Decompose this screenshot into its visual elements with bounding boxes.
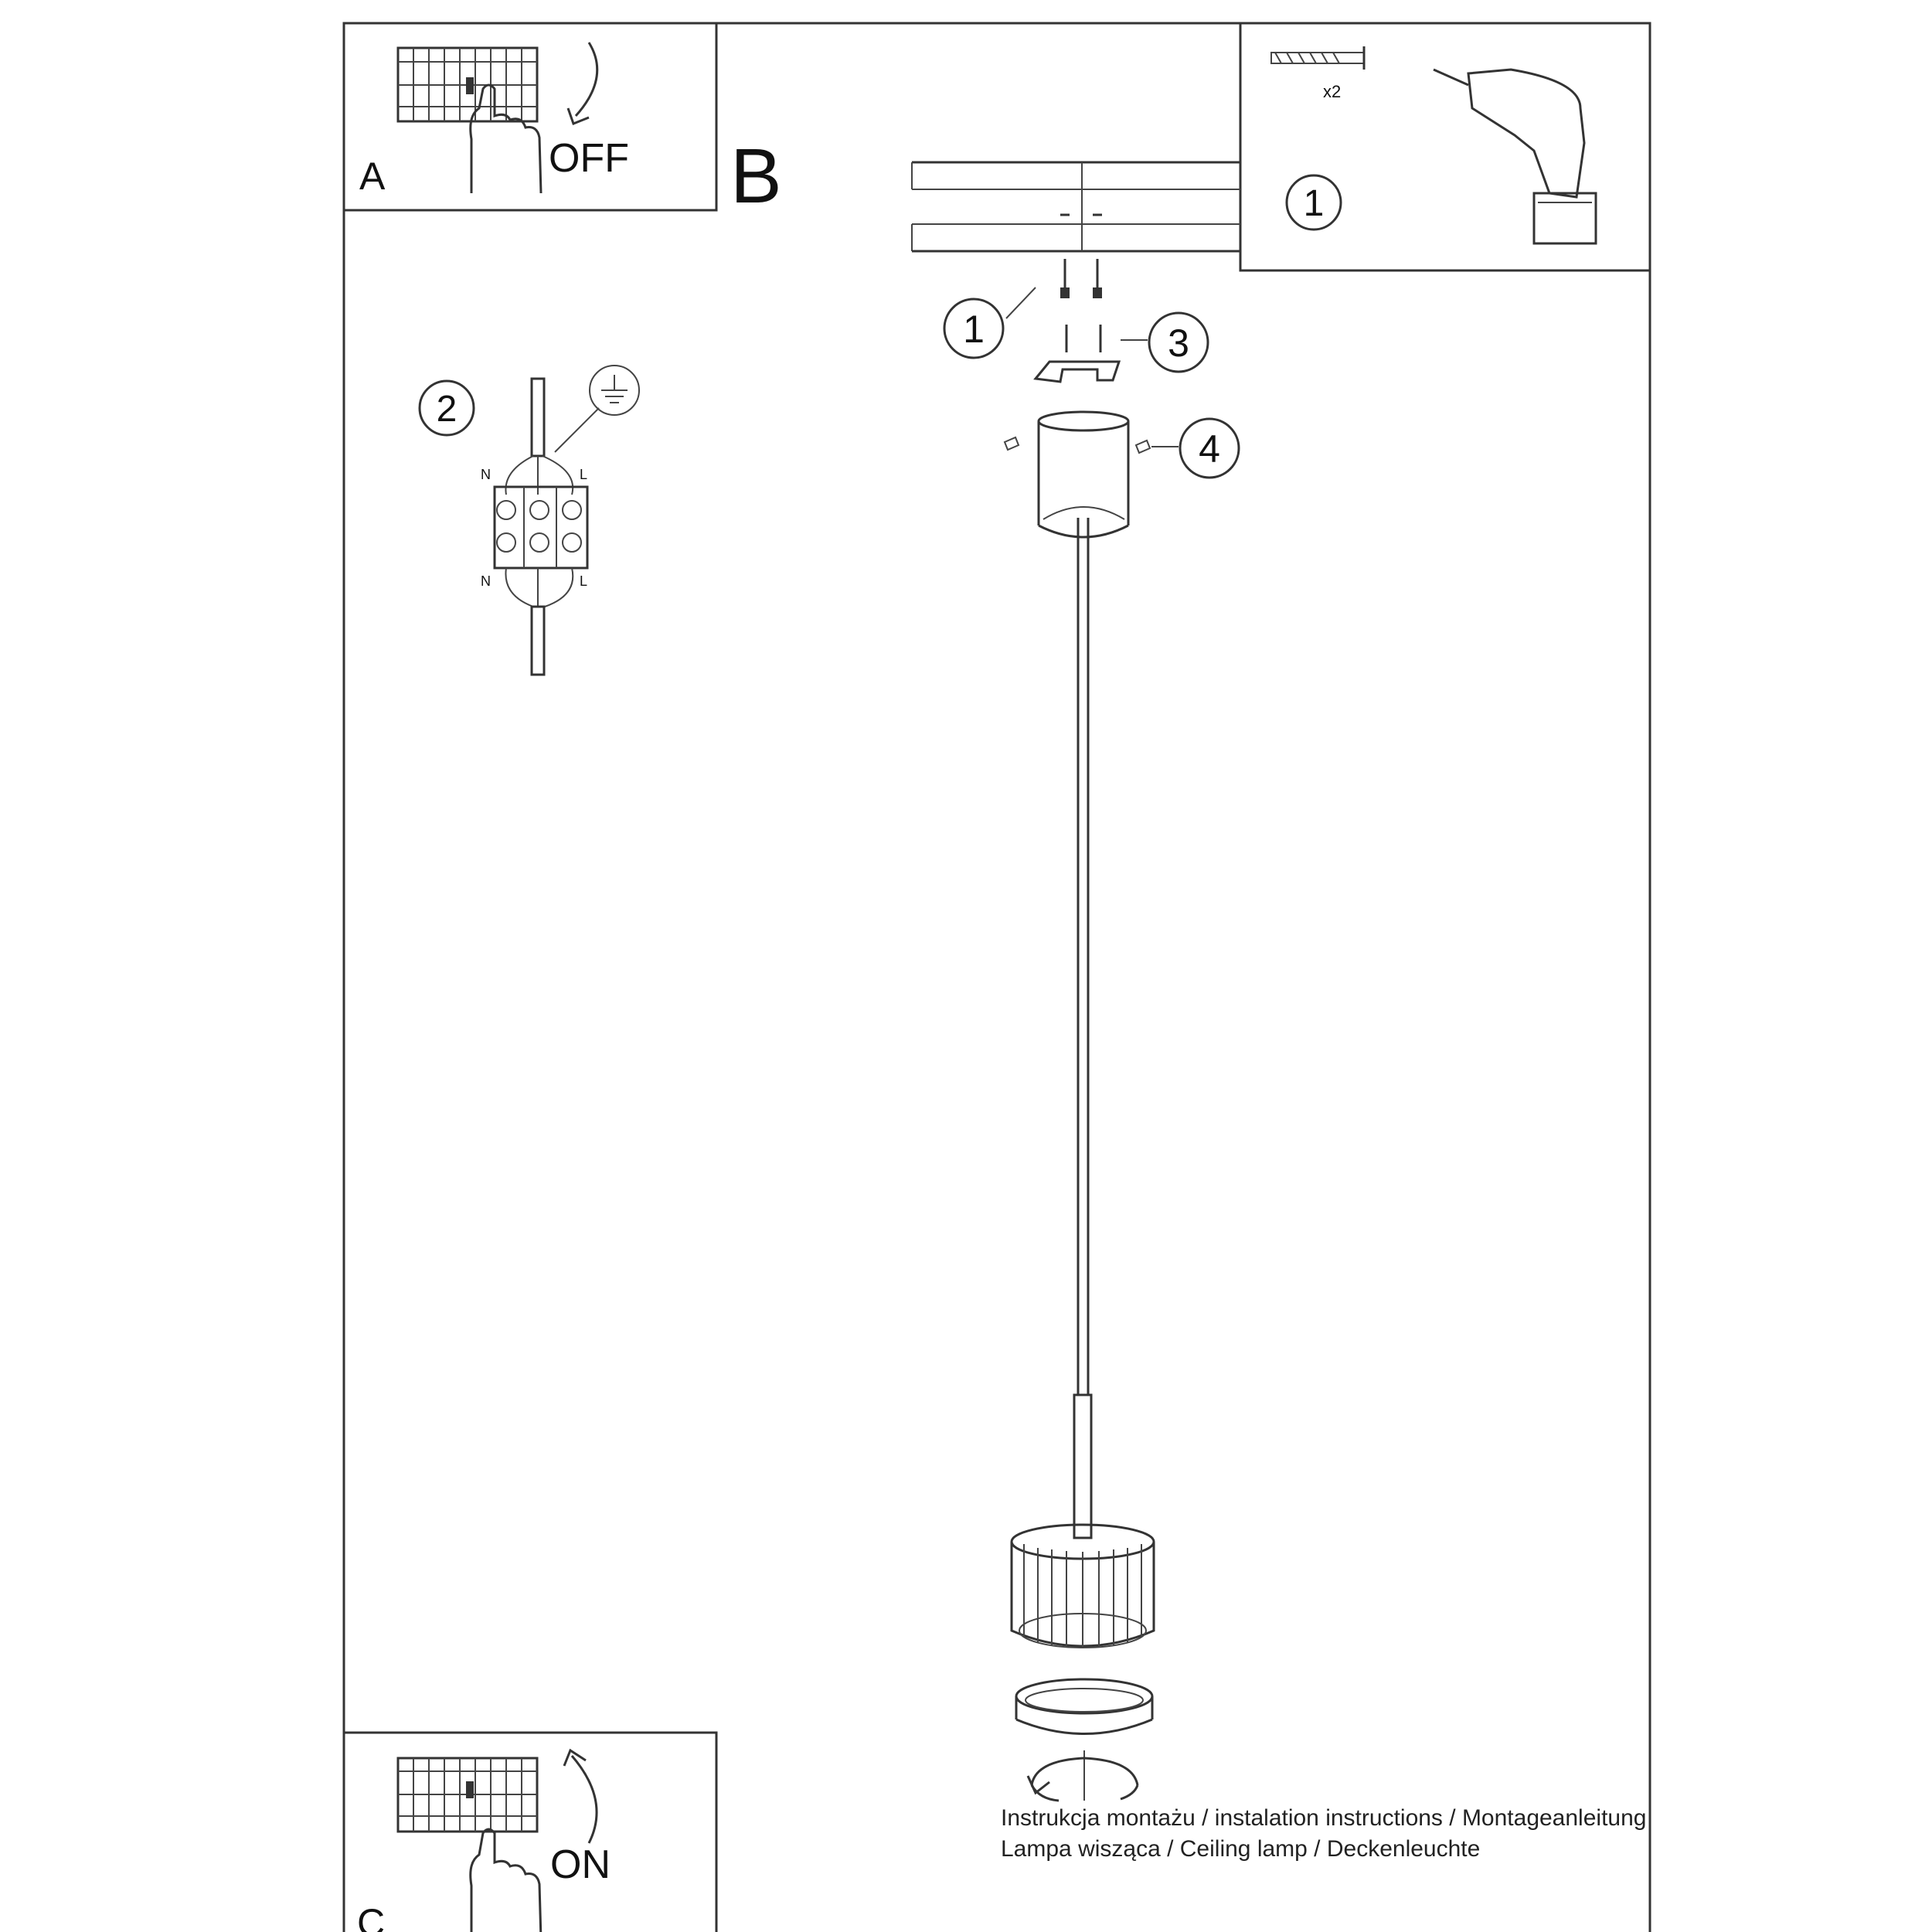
light-source	[1015, 1678, 1154, 1735]
switch-state-off: OFF	[549, 136, 629, 181]
panel-c: ON C	[342, 1731, 718, 1932]
label-n-bottom: N	[481, 573, 491, 589]
label-n-top: N	[481, 467, 491, 482]
step-label-c: C	[357, 1901, 385, 1932]
callout-3-circle	[1148, 311, 1209, 373]
canopy	[1037, 410, 1130, 539]
side-screw-left-icon	[1003, 436, 1020, 451]
mounting-screws	[1065, 325, 1102, 352]
hand-icon	[469, 83, 543, 194]
outer-frame	[342, 22, 1651, 1932]
switch-state-on: ON	[550, 1842, 611, 1887]
label-l-bottom: L	[580, 573, 587, 589]
wall-plug-icon	[1270, 46, 1366, 70]
callout-3: 3	[1168, 321, 1189, 365]
callout-2: 2	[437, 389, 457, 430]
label-l-top: L	[580, 467, 587, 482]
callout-2-circle	[418, 379, 475, 437]
side-screw-right-icon	[1134, 439, 1151, 454]
step-label-b: B	[730, 133, 782, 219]
breaker-box-icon	[396, 46, 539, 123]
lamp-shade	[1010, 1523, 1155, 1648]
mounting-bracket-icon	[1033, 360, 1121, 383]
callout-4: 4	[1199, 427, 1220, 471]
footer-product-line: Lampa wisząca / Ceiling lamp / Deckenleu…	[1001, 1836, 1481, 1862]
tools-box: x2 1	[1239, 22, 1651, 272]
anchor-screws	[1060, 259, 1102, 298]
callout-1-tools: 1	[1304, 183, 1325, 224]
callout-1-circle	[943, 298, 1005, 359]
plug-quantity: x2	[1323, 82, 1341, 101]
callout-1: 1	[963, 308, 985, 351]
callout-1-circle-tools	[1285, 174, 1342, 231]
step-label-a: A	[359, 155, 386, 198]
panel-a: OFF A	[342, 22, 718, 212]
drill-icon	[1433, 68, 1597, 245]
ground-symbol-icon	[589, 365, 640, 416]
suspension-cable	[1077, 518, 1090, 1395]
hand-icon-on	[469, 1828, 543, 1932]
callout-4-circle	[1179, 417, 1240, 479]
wiring-diagram: 2 N L N L	[418, 365, 640, 676]
footer-title-line: Instrukcja montażu / instalation instruc…	[1001, 1805, 1647, 1831]
breaker-box-icon-on	[396, 1757, 539, 1833]
ceiling	[911, 161, 1240, 253]
arrow-down-icon	[566, 42, 599, 125]
rotate-arrow-icon	[1026, 1750, 1139, 1802]
cable-sleeve	[1073, 1393, 1093, 1539]
arrow-up-icon	[563, 1748, 598, 1844]
